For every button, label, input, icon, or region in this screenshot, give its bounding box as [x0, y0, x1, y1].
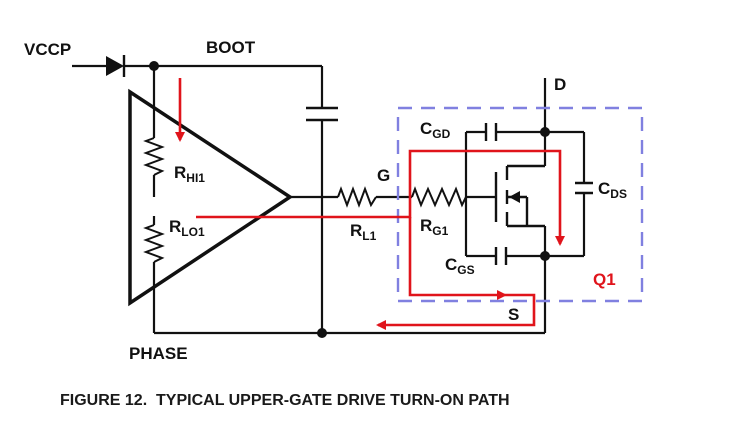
boot-capacitor: [306, 106, 338, 122]
label-r-l1: RL1: [350, 221, 377, 243]
mosfet-q1-dashed-box: [396, 106, 644, 303]
capacitor-cgs: [494, 247, 508, 265]
label-q1: Q1: [593, 270, 616, 289]
mosfet-q1-symbol: [494, 164, 545, 228]
resistor-r-l1: [337, 186, 377, 208]
gate-driver-triangle: [128, 88, 294, 307]
figure-caption: FIGURE 12. TYPICAL UPPER-GATE DRIVE TURN…: [60, 392, 510, 409]
label-c-ds: CDS: [598, 179, 627, 201]
capacitor-cgd: [484, 123, 498, 141]
resistor-r-hi1: [143, 137, 165, 176]
junction-dots: [149, 61, 550, 338]
turn-on-current-path: [175, 78, 565, 330]
boot-diode: [106, 55, 126, 77]
label-boot: BOOT: [206, 38, 256, 57]
label-c-gs: CGS: [445, 255, 475, 277]
label-r-hi1: RHI1: [174, 163, 205, 185]
resistor-r-g1: [411, 186, 467, 208]
label-r-g1: RG1: [420, 216, 449, 238]
label-gate: G: [377, 166, 390, 185]
label-drain: D: [554, 75, 566, 94]
resistor-r-lo1: [143, 224, 165, 263]
capacitor-cds: [575, 181, 593, 195]
label-vccp: VCCP: [24, 40, 71, 59]
label-c-gd: CGD: [420, 119, 451, 141]
label-r-lo1: RLO1: [169, 217, 205, 239]
label-source: S: [508, 305, 519, 324]
label-phase: PHASE: [129, 344, 188, 363]
